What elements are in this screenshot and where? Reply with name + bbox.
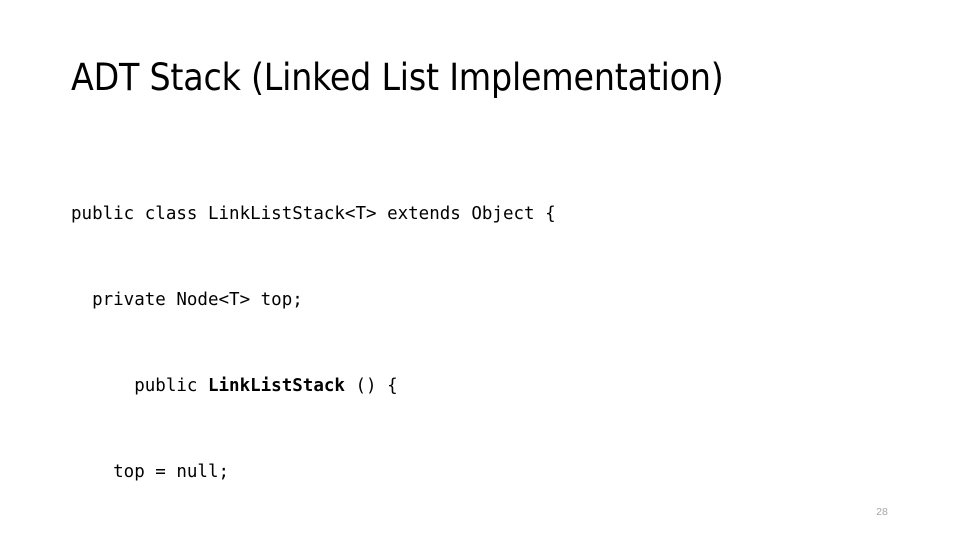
code-identifier: LinkListStack	[207, 375, 345, 396]
code-line: top = null;	[71, 461, 230, 482]
code-line: public LinkListStack () {	[71, 375, 398, 396]
code-line: private Node<T> top;	[71, 289, 303, 310]
code-block: public class LinkListStack<T> extends Ob…	[71, 143, 911, 540]
page-title: ADT Stack (Linked List Implementation)	[71, 56, 724, 99]
page-number: 28	[876, 506, 888, 518]
code-line: public class LinkListStack<T> extends Ob…	[71, 204, 556, 225]
